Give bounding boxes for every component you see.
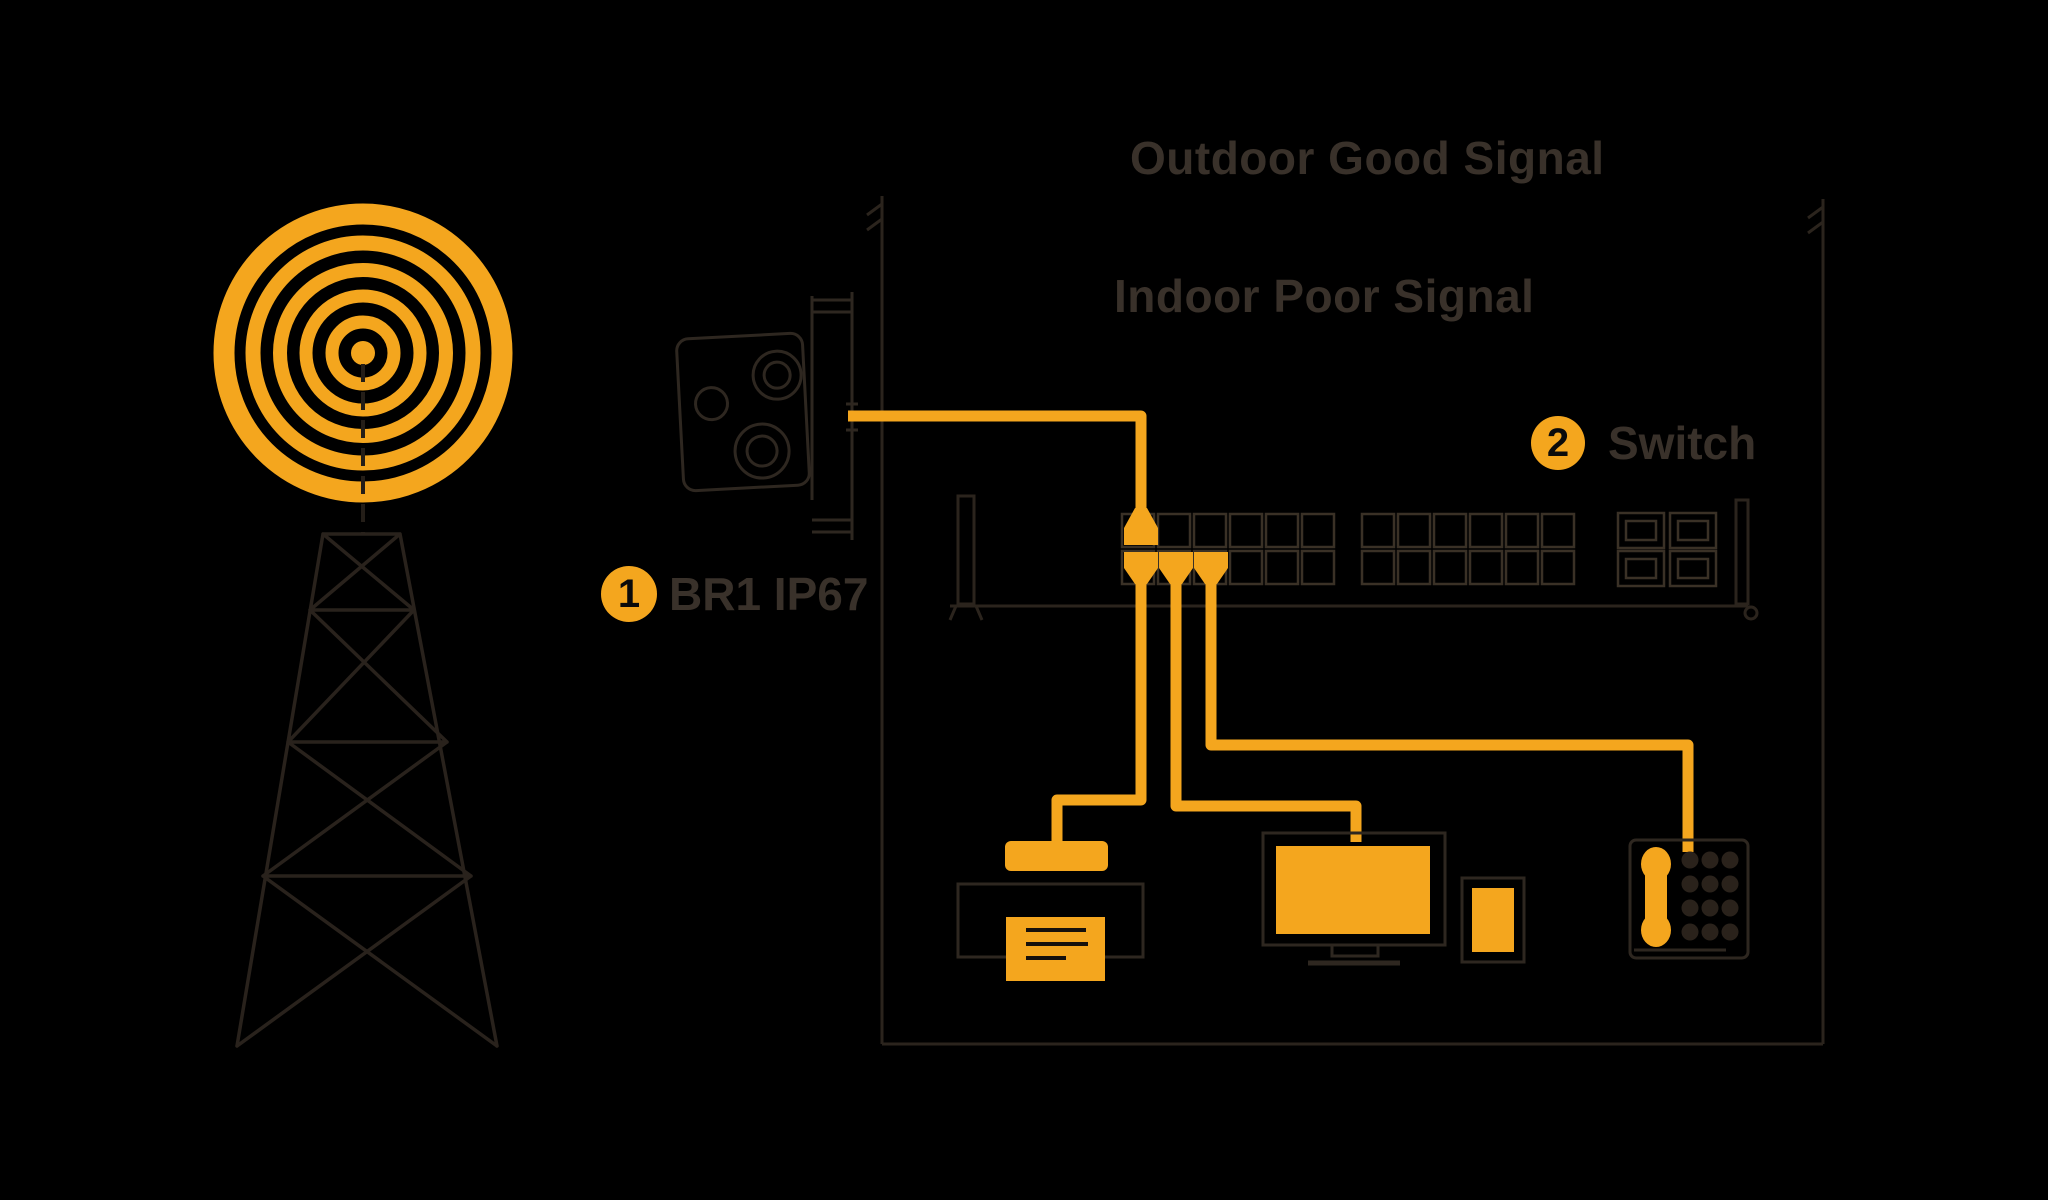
network-switch bbox=[948, 494, 1759, 621]
desktop-computer bbox=[1261, 831, 1526, 966]
ethernet-cables bbox=[848, 410, 1694, 852]
pc-tower-frame bbox=[1460, 876, 1526, 964]
phone-body bbox=[1628, 838, 1750, 960]
antenna-connector-icon bbox=[751, 349, 803, 401]
printer-top-bar bbox=[1005, 841, 1108, 871]
lan-cable-to-printer bbox=[1051, 580, 1147, 848]
pc-tower bbox=[1472, 888, 1514, 952]
step-1-label: BR1 IP67 bbox=[669, 568, 869, 620]
step-2-label: Switch bbox=[1608, 417, 1757, 469]
step-1-badge: 1 bbox=[601, 566, 657, 622]
switch-right-bracket bbox=[1734, 498, 1759, 621]
tower-lattice bbox=[235, 532, 499, 1048]
switch-uplink-ports bbox=[1616, 511, 1718, 588]
cell-tower bbox=[213, 203, 513, 1048]
ip-phone bbox=[1628, 838, 1750, 960]
router-br1 bbox=[675, 292, 858, 540]
phone-keypad bbox=[1681, 851, 1739, 941]
switch-port-block-b bbox=[1360, 512, 1576, 586]
mounting-clamps bbox=[812, 298, 852, 534]
lan-cable-to-phone bbox=[1205, 580, 1694, 852]
phone-handset bbox=[1641, 847, 1671, 947]
building-outline bbox=[866, 196, 1825, 1046]
rj45-plug-icon bbox=[1124, 508, 1158, 545]
antenna-connector-icon bbox=[733, 422, 791, 480]
step-2-badge: 2 bbox=[1531, 416, 1585, 470]
receipt-text-lines bbox=[1026, 928, 1088, 960]
outdoor-signal-title: Outdoor Good Signal bbox=[1130, 132, 1605, 184]
rj45-plug-icon bbox=[1124, 552, 1158, 584]
rj45-plug-icon bbox=[1194, 552, 1228, 584]
cable-gland bbox=[846, 402, 858, 432]
receipt-printer bbox=[956, 841, 1145, 981]
switch-left-bracket bbox=[948, 494, 984, 621]
printer-receipt bbox=[1006, 917, 1105, 981]
rj45-plugs bbox=[1124, 508, 1228, 584]
wan-cable-router-to-switch bbox=[848, 410, 1147, 512]
wall-hatch-marks bbox=[866, 202, 1824, 235]
indoor-signal-title: Indoor Poor Signal bbox=[1114, 270, 1535, 322]
rj45-plug-icon bbox=[1159, 552, 1193, 584]
lan-cable-to-computer bbox=[1170, 580, 1362, 842]
router-body bbox=[675, 331, 811, 493]
antenna-connector-icon bbox=[694, 386, 730, 422]
monitor-stand-neck bbox=[1330, 943, 1380, 958]
monitor-screen bbox=[1276, 846, 1430, 934]
